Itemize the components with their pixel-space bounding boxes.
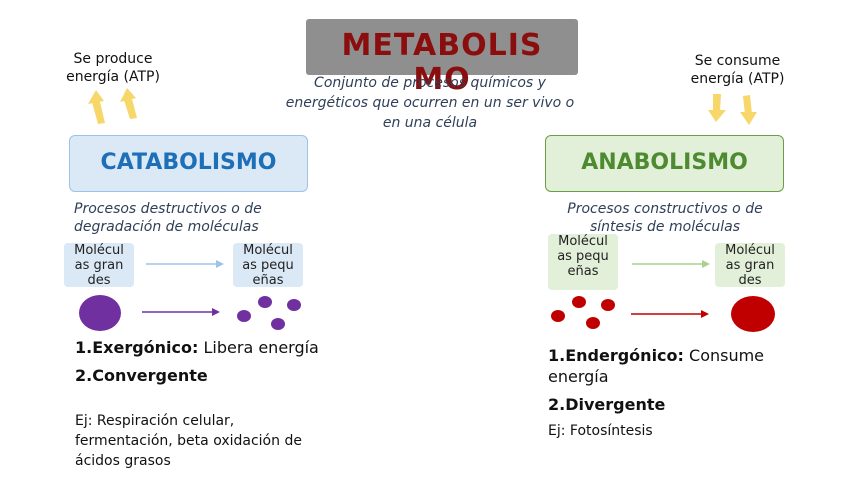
small-molecule [601, 299, 615, 311]
anabolism-from-label-text: Moléculas pequeñas [557, 234, 609, 279]
catabolism-from-label: Moléculas grandes [64, 243, 134, 288]
anabolism-description: Procesos constructivos o de síntesis de … [567, 201, 763, 235]
title-line-2: MO [413, 62, 471, 97]
small-molecule [586, 317, 600, 329]
title-line-1: METABOLIS [341, 28, 543, 63]
catabolism-example: Ej: Respiración celular, fermentación, b… [75, 413, 302, 469]
anabolism-property-1-text: Consume energía [548, 346, 765, 386]
large-molecule [731, 296, 775, 332]
anabolism-to-label: Moléculas grandes [715, 243, 785, 288]
catabolism-heading-box [69, 135, 308, 192]
catabolism-to-label: Moléculas pequeñas [233, 243, 303, 288]
catabolism-property-2: 2.Convergente [75, 365, 325, 386]
small-molecule [287, 299, 301, 311]
anabolism-heading-box [545, 135, 784, 192]
large-molecule [79, 295, 121, 331]
anabolism-upper-arrow-icon [632, 260, 710, 268]
small-molecule [271, 318, 285, 330]
catabolism-from-label-text: Moléculas grandes [74, 243, 124, 288]
catabolism-atp-arrows-icon [88, 88, 137, 124]
catabolism-property-1: 1.Exergónico: Libera energía [75, 337, 325, 358]
anabolism-energy-note: Se consume energía (ATP) [690, 53, 785, 87]
anabolism-atp-arrows-icon [708, 94, 757, 125]
anabolism-property-1: 1.Endergónico: Consume energía [548, 345, 808, 387]
catabolism-energy-note: Se produce energía (ATP) [66, 51, 160, 85]
catabolism-property-1-title: 1.Exergónico: [75, 338, 199, 357]
anabolism-property-2-title: 2.Divergente [548, 395, 666, 414]
anabolism-properties: 1.Endergónico: Consume energía 2.Diverge… [548, 345, 808, 415]
catabolism-molecules [79, 295, 301, 331]
page-title: METABOLIS MO [306, 29, 578, 97]
anabolism-heading: ANABOLISMO [581, 150, 748, 175]
anabolism-from-label: Moléculas pequeñas [548, 234, 618, 290]
catabolism-properties: 1.Exergónico: Libera energía 2.Convergen… [75, 337, 325, 386]
catabolism-upper-arrow-icon [146, 260, 224, 268]
title-box [306, 19, 578, 75]
anabolism-example: Ej: Fotosíntesis [548, 423, 653, 439]
subtitle: Conjunto de procesos químicos y energéti… [285, 75, 575, 131]
anabolism-property-2: 2.Divergente [548, 394, 808, 415]
catabolism-property-2-title: 2.Convergente [75, 366, 208, 385]
catabolism-property-1-text: Libera energía [203, 338, 319, 357]
anabolism-molecules [551, 296, 775, 332]
small-molecule [258, 296, 272, 308]
catabolism-heading: CATABOLISMO [100, 150, 277, 175]
small-molecule [572, 296, 586, 308]
anabolism-to-label-text: Moléculas grandes [725, 243, 775, 288]
small-molecule [237, 310, 251, 322]
catabolism-to-label-text: Moléculas pequeñas [242, 243, 294, 288]
anabolism-property-1-title: 1.Endergónico: [548, 346, 684, 365]
small-molecule [551, 310, 565, 322]
catabolism-description: Procesos destructivos o de degradación d… [74, 201, 262, 235]
